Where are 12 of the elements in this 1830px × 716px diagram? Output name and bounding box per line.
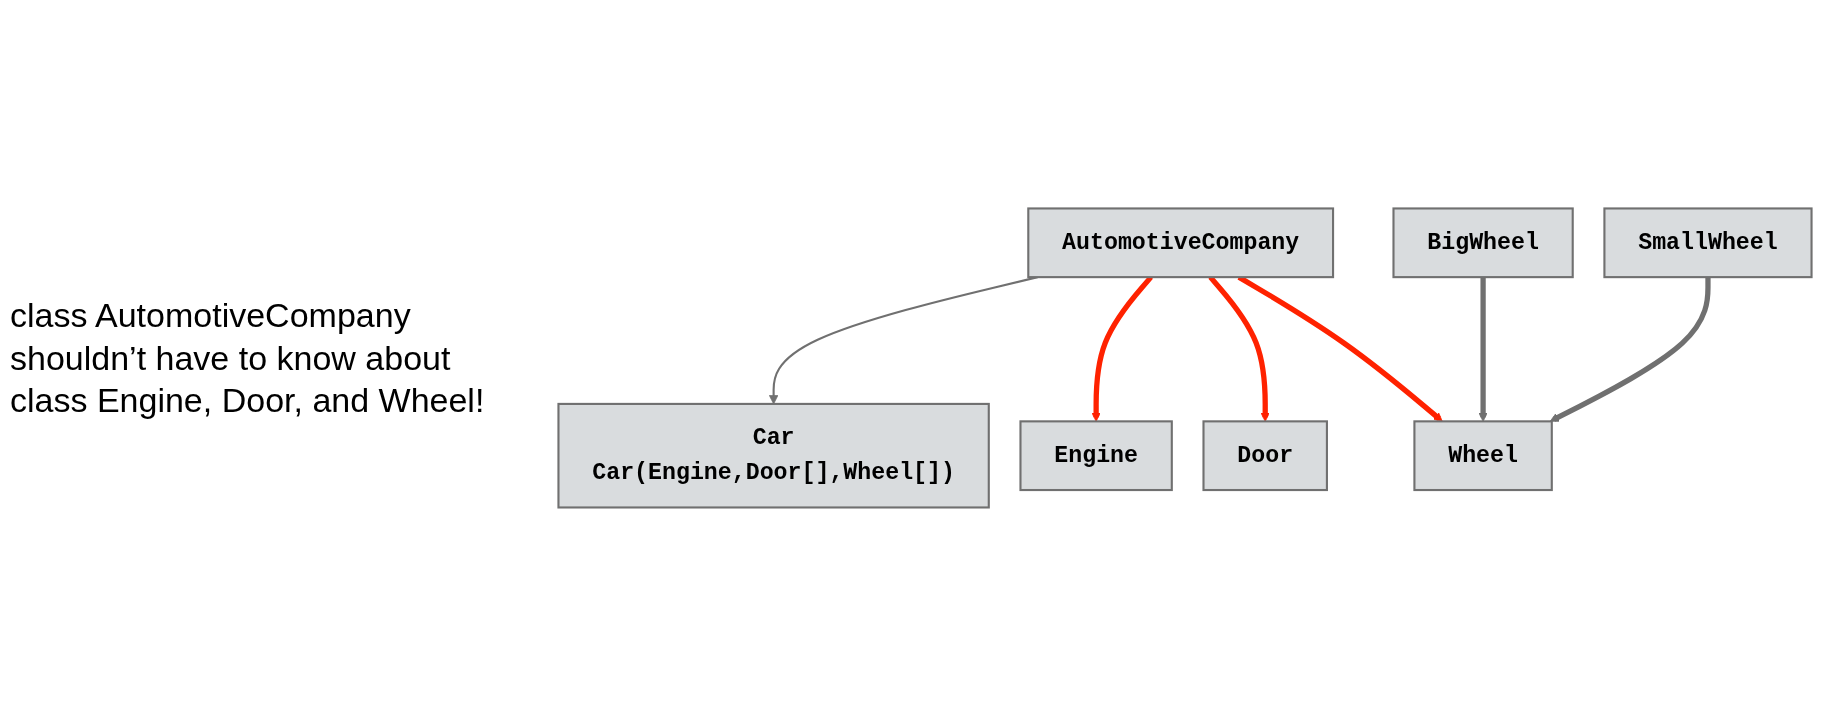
arrow (1091, 275, 1153, 422)
node-box: Engine (1019, 420, 1173, 492)
arrow (1549, 277, 1711, 422)
arrow (1478, 277, 1488, 422)
node-box: BigWheel (1392, 207, 1574, 279)
node-box: Wheel (1413, 420, 1553, 492)
node-box: Car Car(Engine,Door[],Wheel[]) (557, 402, 990, 509)
node-box: Door (1202, 420, 1328, 492)
node-box: AutomotiveCompany (1027, 207, 1335, 279)
node-box: SmallWheel (1603, 207, 1813, 279)
arrow (1208, 275, 1270, 422)
note-text: class AutomotiveCompany shouldn’t have to know about class Engine, Door, and Wheel! (10, 295, 486, 422)
